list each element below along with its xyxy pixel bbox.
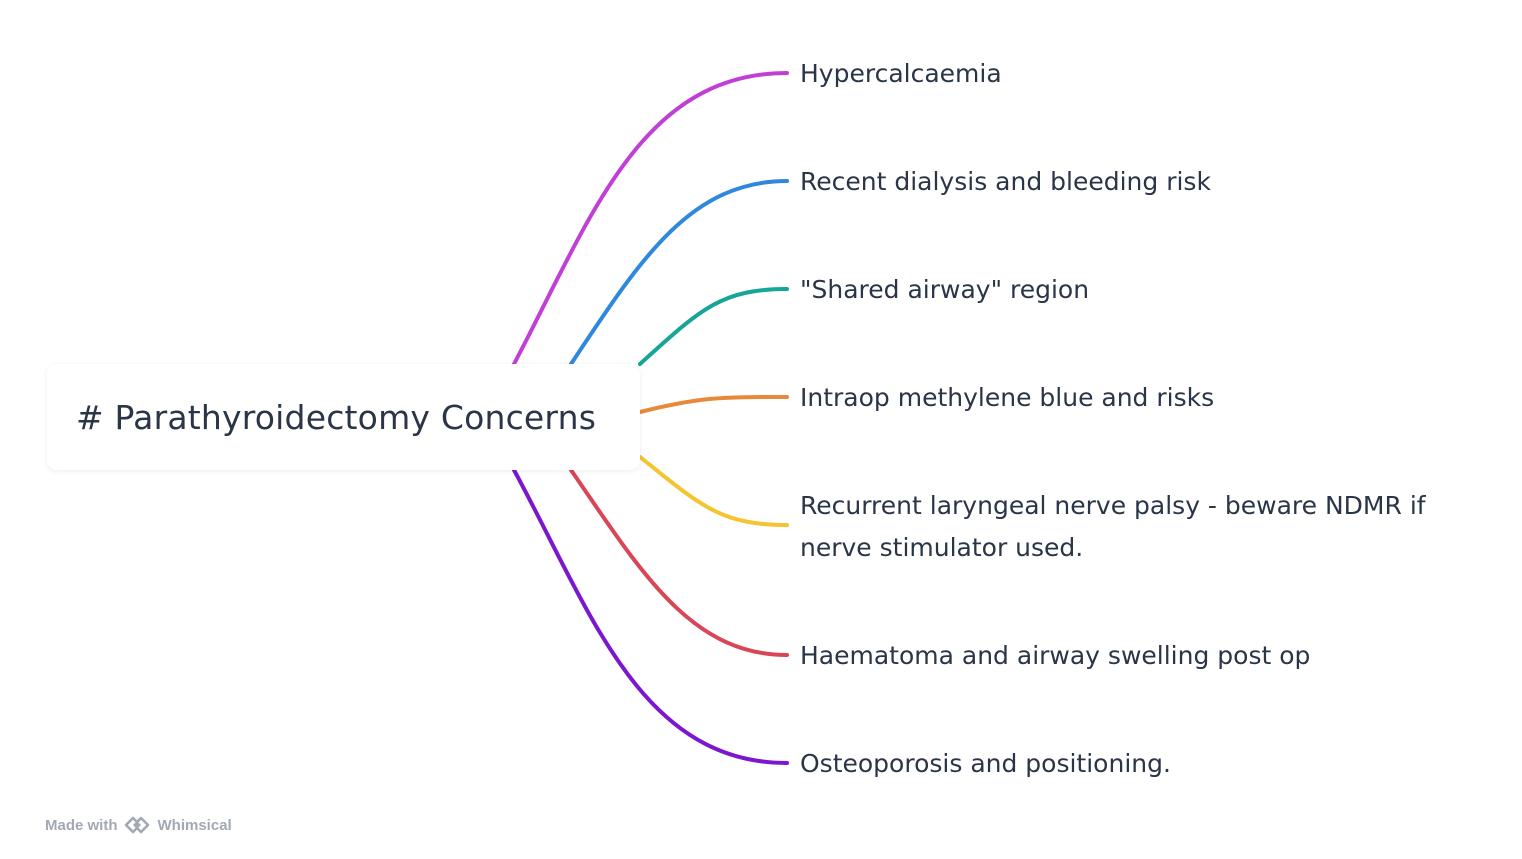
branch-laryngeal-nerve[interactable]: Recurrent laryngeal nerve palsy - beware…	[800, 491, 1426, 562]
connector-methylene-blue	[638, 395, 789, 414]
branch-hypercalcaemia[interactable]: Hypercalcaemia	[800, 59, 1002, 88]
branch-methylene-blue[interactable]: Intraop methylene blue and risks	[800, 383, 1215, 412]
whimsical-logo-icon	[124, 816, 149, 834]
branch-shared-airway[interactable]: "Shared airway" region	[800, 275, 1090, 304]
branch-haematoma[interactable]: Haematoma and airway swelling post op	[800, 641, 1311, 670]
made-with-label: Made with	[45, 816, 118, 834]
connector-dialysis-bleeding	[569, 179, 789, 366]
connector-laryngeal-nerve	[638, 455, 789, 527]
connector-shared-airway	[638, 287, 789, 366]
root-title: # Parathyroidectomy Concerns	[76, 397, 597, 437]
root-node[interactable]: # Parathyroidectomy Concerns	[47, 364, 640, 470]
connector-haematoma	[569, 468, 789, 657]
footer-watermark[interactable]: Made with Whimsical	[45, 813, 232, 837]
whimsical-brand-label: Whimsical	[157, 816, 232, 834]
connector-osteoporosis	[512, 468, 789, 765]
branch-osteoporosis[interactable]: Osteoporosis and positioning.	[800, 749, 1171, 778]
connector-hypercalcaemia	[512, 71, 789, 366]
branch-dialysis-bleeding[interactable]: Recent dialysis and bleeding risk	[800, 167, 1211, 196]
